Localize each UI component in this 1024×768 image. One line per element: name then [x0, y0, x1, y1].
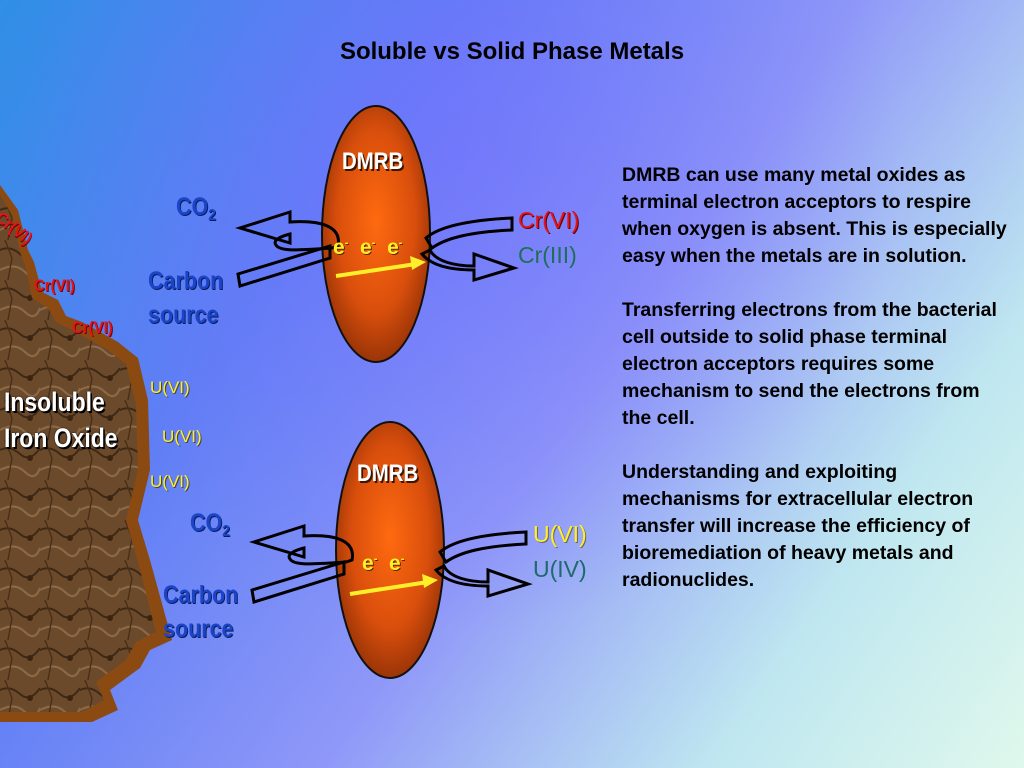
adsorbed-u-label: U(VI) — [150, 472, 190, 491]
electron: e- — [362, 552, 378, 575]
metal-input-arrow-bottom — [438, 530, 528, 565]
electron: e- — [387, 236, 403, 259]
carbon-input-arrow-top — [236, 243, 332, 288]
adsorbed-cr-label: Cr(VI) — [72, 318, 113, 337]
adsorbed-u-label: U(VI) — [150, 378, 190, 397]
metal-oxidized-top: Cr(VI) — [518, 207, 580, 233]
cell-title-top: DMRB — [342, 148, 404, 175]
reduction-arrow-top — [419, 247, 519, 283]
oxidation-arrow-top — [234, 209, 340, 252]
electron: e- — [333, 236, 349, 259]
electron-flow-arrow-bottom — [349, 580, 429, 596]
carbon-source-label-top: Carbon source — [148, 267, 224, 329]
explanation-text: DMRB can use many metal oxides as termin… — [622, 162, 1007, 594]
paragraph: Transferring electrons from the bacteria… — [622, 299, 997, 429]
co2-label-bottom: CO2 — [190, 509, 230, 540]
oxidation-arrow-bottom — [248, 523, 354, 566]
electron-flow-arrowhead-bottom — [422, 574, 438, 588]
metal-oxidized-bottom: U(VI) — [533, 521, 587, 547]
rock-label-line2: Iron Oxide — [4, 423, 118, 453]
electron-flow-arrow-top — [335, 262, 417, 278]
co2-label-top: CO2 — [176, 193, 216, 224]
carbon-source-label-bottom: Carbon source — [163, 581, 239, 643]
paragraph: DMRB can use many metal oxides as termin… — [622, 164, 1007, 267]
metal-reduced-bottom: U(IV) — [533, 556, 587, 582]
metal-input-arrow-top — [424, 216, 514, 251]
cell-title-bottom: DMRB — [357, 460, 419, 487]
slide-title: Soluble vs Solid Phase Metals — [339, 38, 685, 65]
reduction-arrow-bottom — [433, 563, 533, 599]
rock-label-line1: Insoluble — [4, 387, 105, 417]
electron: e- — [360, 236, 376, 259]
metal-reduced-top: Cr(III) — [518, 242, 577, 268]
adsorbed-u-label: U(VI) — [162, 427, 202, 446]
paragraph: Understanding and exploiting mechanisms … — [622, 461, 974, 591]
rock-body — [0, 195, 156, 712]
electron-flow-arrowhead-top — [410, 256, 426, 270]
carbon-input-arrow-bottom — [250, 559, 346, 604]
electrons-top: e- e- e- — [333, 236, 402, 260]
electron: e- — [389, 552, 405, 575]
adsorbed-cr-label: Cr(VI) — [34, 276, 75, 295]
electrons-bottom: e- e- — [362, 552, 404, 576]
